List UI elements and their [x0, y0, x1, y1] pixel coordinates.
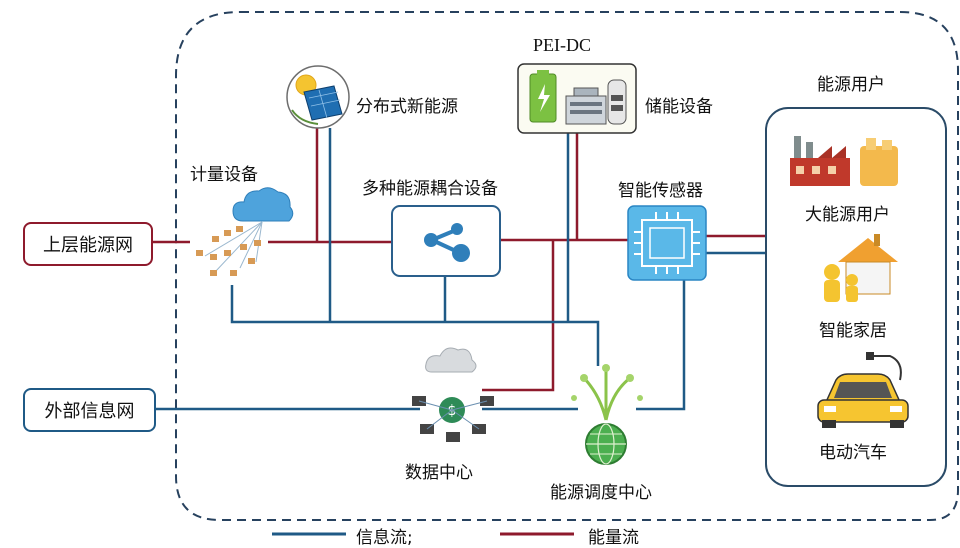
sensor-chip-icon	[627, 205, 707, 281]
smart-home-icon	[824, 234, 898, 302]
pei-dc-title: PEI-DC	[533, 35, 591, 55]
legend-info-label: 信息流;	[356, 528, 413, 548]
solar-panel-icon	[286, 65, 350, 129]
energy-users-title: 能源用户	[817, 75, 885, 95]
dispatch-center-icon	[571, 364, 643, 465]
sensor-label: 智能传感器	[618, 181, 703, 201]
smart-home-label: 智能家居	[819, 321, 887, 341]
metering-icon	[196, 187, 294, 276]
info-flow-lines	[156, 128, 766, 411]
pei-dc-boundary	[175, 11, 959, 521]
storage-label: 储能设备	[645, 97, 713, 117]
electric-car-label: 电动汽车	[819, 443, 887, 463]
factory-icon	[790, 136, 898, 186]
distributed-energy-label: 分布式新能源	[356, 97, 458, 117]
coupling-device-label: 多种能源耦合设备	[362, 179, 498, 199]
large-user-label: 大能源用户	[805, 205, 890, 225]
metering-label: 计量设备	[190, 165, 258, 185]
upper-grid-box: 上层能源网	[23, 222, 153, 266]
data-center-icon: $	[412, 347, 494, 442]
electric-car-icon	[817, 352, 909, 428]
dispatch-center-label: 能源调度中心	[550, 483, 652, 503]
coupling-device-icon	[391, 205, 501, 277]
svg-text:$: $	[448, 403, 457, 419]
external-info-box: 外部信息网	[23, 388, 156, 432]
legend-energy-label: 能量流	[588, 528, 639, 548]
storage-icon	[517, 63, 637, 134]
data-center-label: 数据中心	[405, 463, 473, 483]
